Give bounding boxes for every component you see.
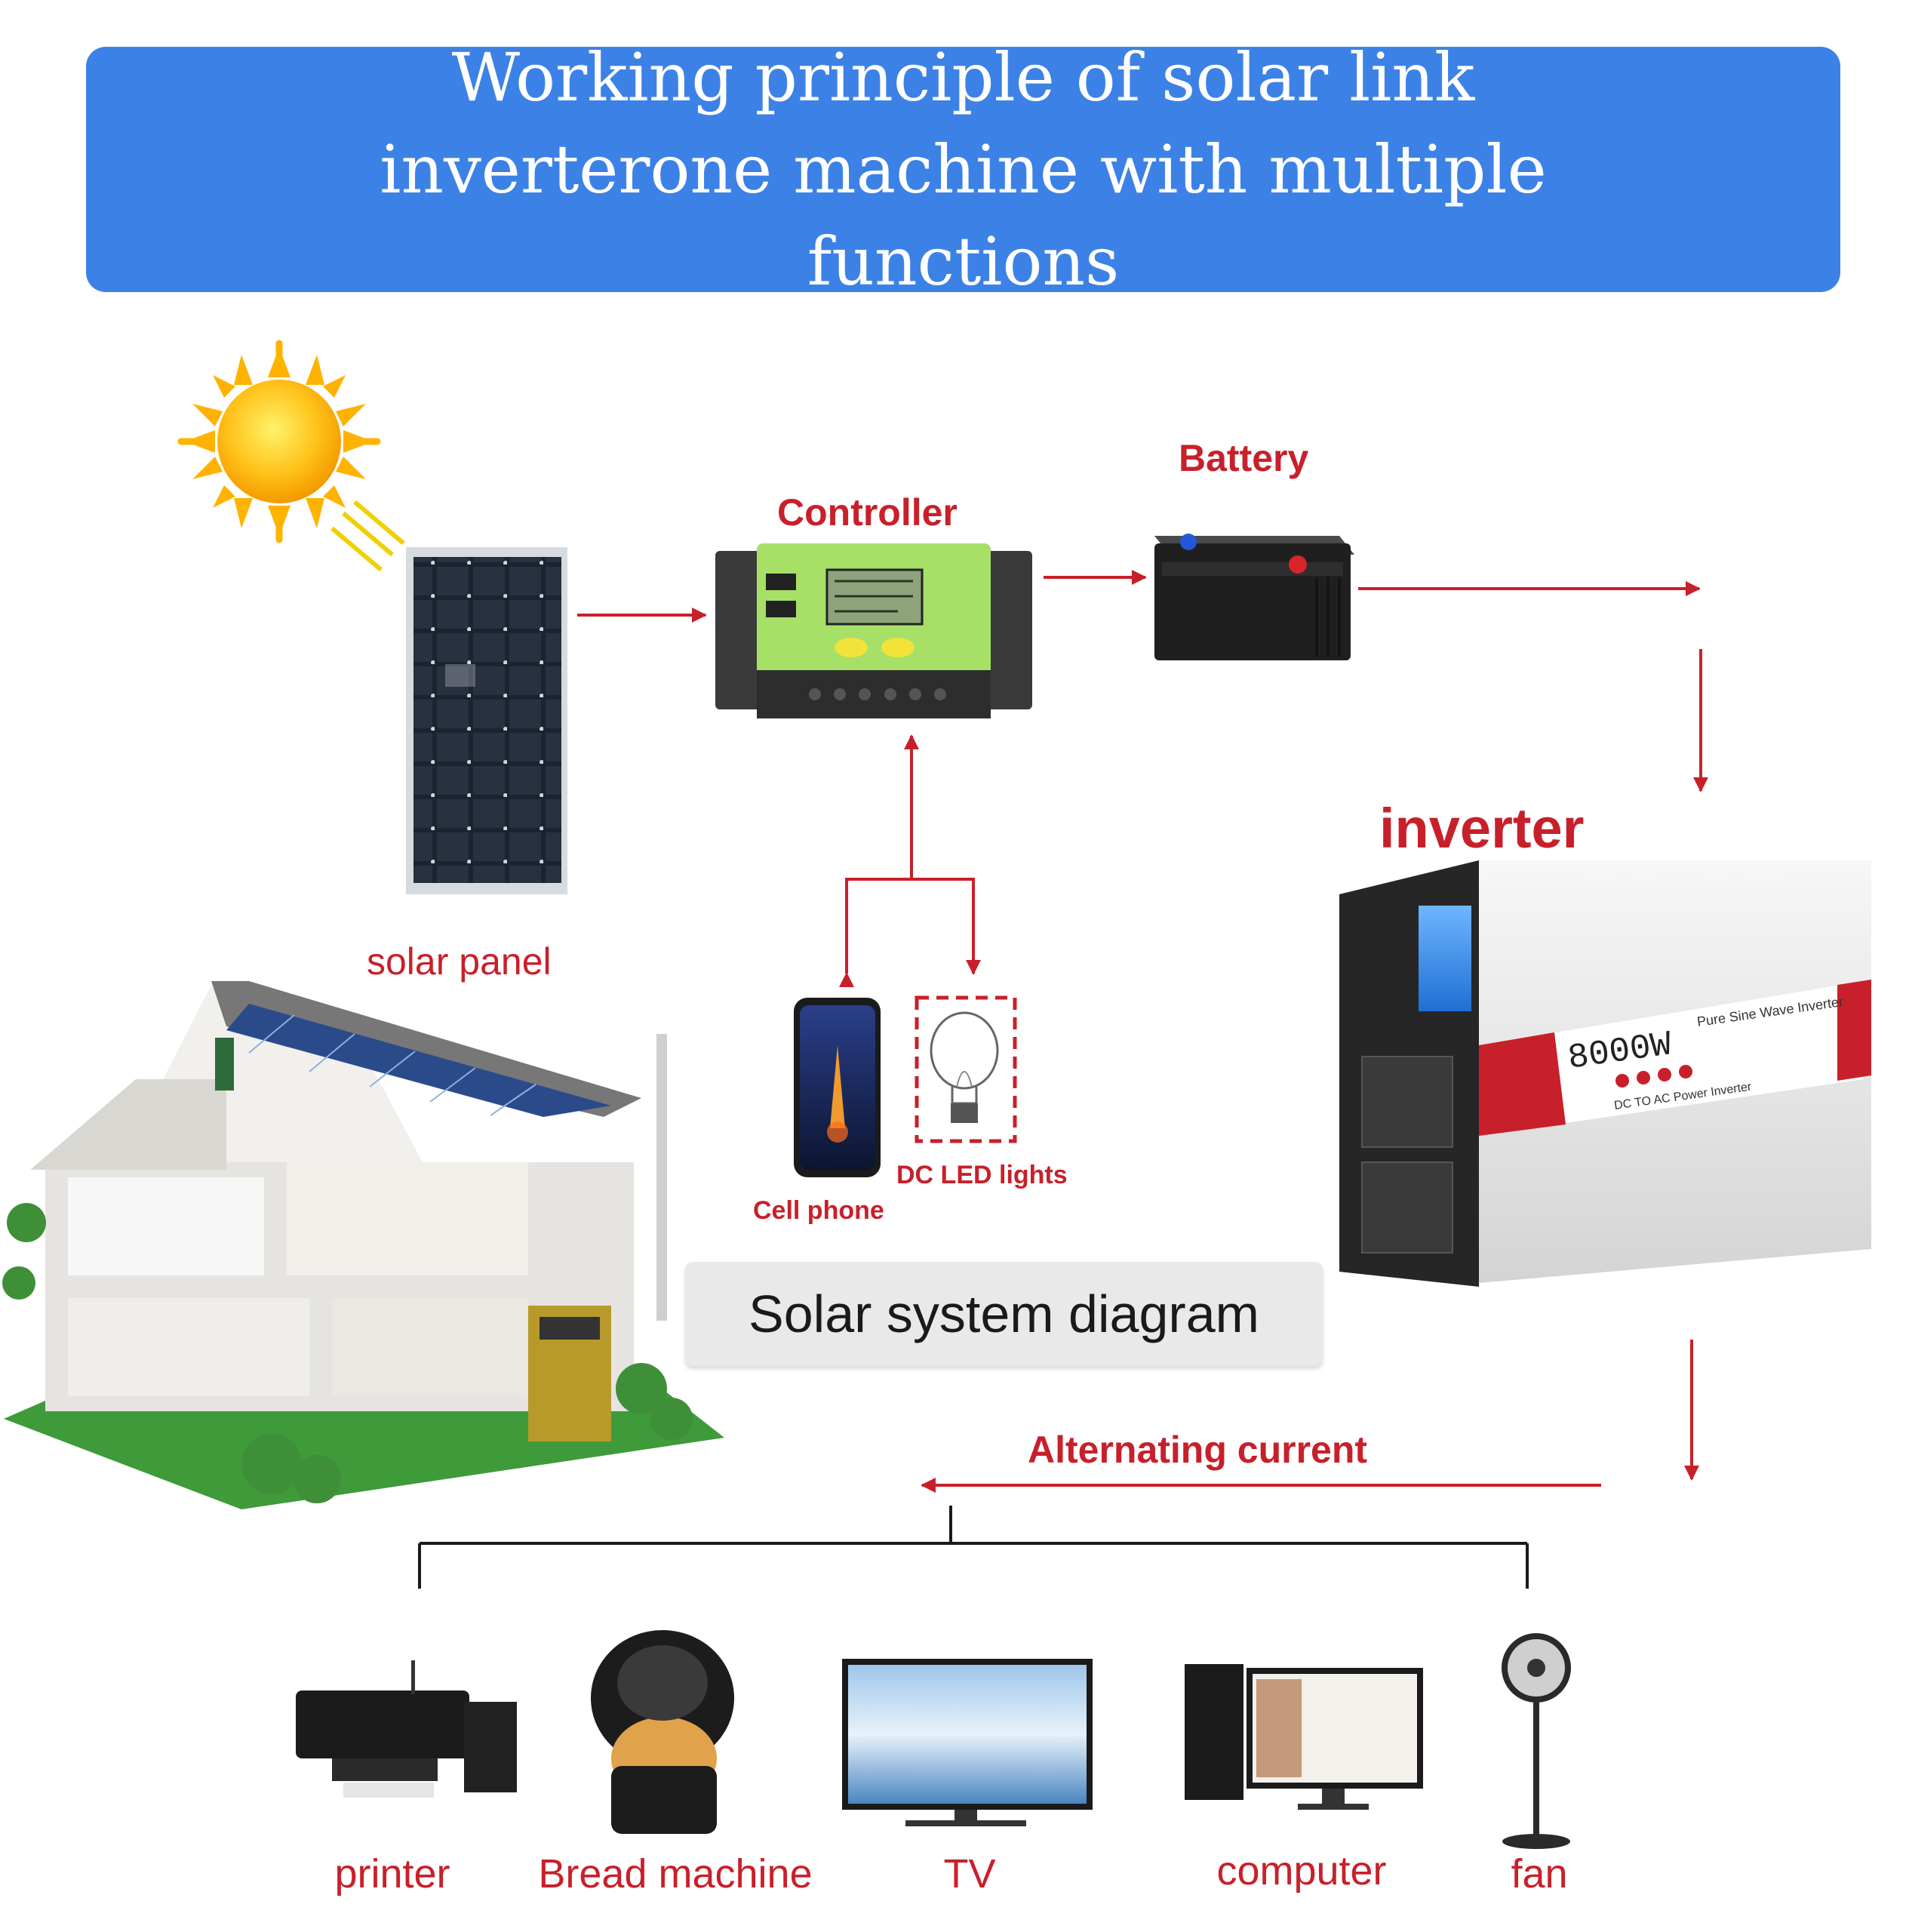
distribution-bus bbox=[418, 1506, 1529, 1589]
diagram-label: Solar system diagram bbox=[749, 1284, 1259, 1343]
tv-image bbox=[842, 1659, 1093, 1826]
cell-phone-label: Cell phone bbox=[753, 1196, 884, 1225]
solar-panel-label: solar panel bbox=[367, 940, 552, 983]
inverter-label: inverter bbox=[1379, 797, 1585, 860]
alternating-current-label: Alternating current bbox=[1028, 1429, 1368, 1471]
dc-led-light-image bbox=[915, 995, 1017, 1143]
appliance-label-printer: printer bbox=[334, 1851, 450, 1897]
computer-image bbox=[1185, 1664, 1423, 1810]
title-banner: Working principle of solar link inverter… bbox=[86, 38, 1840, 300]
bread-machine-image bbox=[591, 1630, 734, 1834]
page-title: Working principle of solar link inverter… bbox=[380, 38, 1547, 300]
controller-image bbox=[715, 543, 1032, 718]
appliance-label-fan: fan bbox=[1511, 1851, 1568, 1897]
printer-image bbox=[296, 1660, 517, 1798]
house-image bbox=[2, 981, 724, 1509]
appliance-label-tv: TV bbox=[943, 1851, 996, 1897]
battery-image bbox=[1154, 534, 1354, 660]
cell-phone-image bbox=[794, 998, 881, 1177]
battery-label: Battery bbox=[1179, 437, 1309, 479]
inverter-image: 8000W Pure Sine Wave Inverter DC TO AC P… bbox=[1339, 860, 1871, 1287]
controller-label: Controller bbox=[777, 491, 958, 534]
appliance-label-computer: computer bbox=[1216, 1848, 1387, 1894]
sun-icon bbox=[177, 340, 405, 572]
diagram-label-box: Solar system diagram bbox=[685, 1262, 1323, 1366]
solar-panel-image bbox=[406, 547, 567, 894]
dc-led-lights-label: DC LED lights bbox=[896, 1161, 1068, 1189]
flow-arrows bbox=[577, 570, 1708, 1493]
fan-image bbox=[1502, 1633, 1571, 1849]
appliance-label-bread-machine: Bread machine bbox=[538, 1851, 813, 1897]
